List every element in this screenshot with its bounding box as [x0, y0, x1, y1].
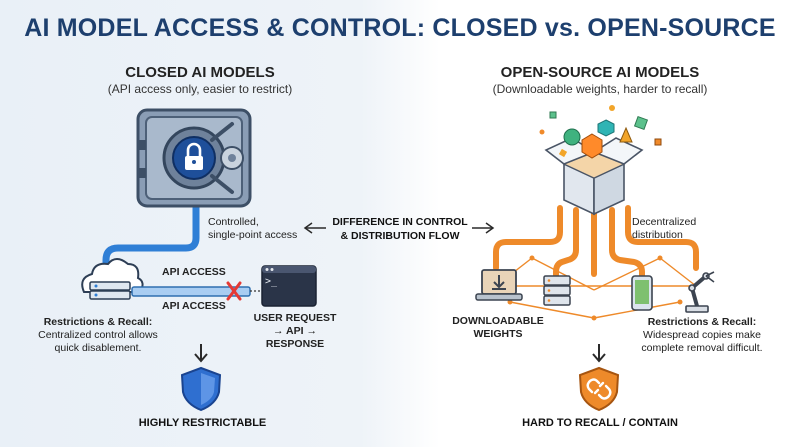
- phone-icon: [631, 275, 653, 311]
- double-arrow-icon: [303, 222, 495, 234]
- middle-comparison-label: DIFFERENCE IN CONTROL & DISTRIBUTION FLO…: [325, 215, 475, 243]
- terminal-prompt: >_: [265, 276, 278, 287]
- controlled-access-note: Controlled, single-point access: [208, 216, 328, 242]
- middle-label-line-1: DIFFERENCE IN CONTROL: [332, 216, 468, 228]
- closed-column-subtitle: (API access only, easier to restrict): [107, 82, 293, 96]
- closed-bottom-label: HIGHLY RESTRICTABLE: [138, 417, 267, 429]
- user-request-flow: USER REQUEST → API → RESPONSE: [240, 312, 350, 351]
- open-down-arrow-icon: [592, 344, 606, 363]
- cloud-server-icon: [81, 258, 144, 300]
- page-title: AI MODEL ACCESS & CONTROL: CLOSED vs. OP…: [24, 14, 776, 42]
- user-request-line-2: → API →: [273, 325, 317, 337]
- user-request-line-1: USER REQUEST: [253, 312, 337, 324]
- user-request-line-3: RESPONSE: [265, 338, 325, 350]
- open-box-icon: [544, 137, 644, 216]
- open-restrictions-title: Restrictions & Recall:: [647, 316, 757, 328]
- floating-shapes-icon: [539, 105, 662, 159]
- downloadable-line-2: WEIGHTS: [473, 328, 523, 340]
- api-access-label-bottom: API ACCESS: [162, 300, 226, 312]
- open-bottom-label: HARD TO RECALL / CONTAIN: [522, 417, 678, 429]
- controlled-note-line-1: Controlled,: [208, 216, 259, 228]
- open-column-subtitle: (Downloadable weights, harder to recall): [492, 82, 708, 96]
- api-access-label-top: API ACCESS: [162, 266, 226, 278]
- controlled-note-line-2: single-point access: [208, 229, 298, 241]
- open-restrictions-note: Restrictions & Recall: Widespread copies…: [612, 316, 792, 355]
- decentralized-line-1: Decentralized: [632, 216, 697, 228]
- terminal-window-icon: [261, 265, 317, 307]
- closed-access-pipe: [102, 199, 200, 284]
- decentralized-note: Decentralized distribution: [632, 216, 742, 242]
- closed-restrictions-line-2: quick disablement.: [54, 342, 142, 354]
- middle-label-line-2: & DISTRIBUTION FLOW: [340, 230, 460, 242]
- closed-restrictions-line-1: Centralized control allows: [38, 329, 158, 341]
- closed-restrictions-note: Restrictions & Recall: Centralized contr…: [8, 316, 188, 355]
- vault-icon: [136, 108, 252, 208]
- open-column-title: OPEN-SOURCE AI MODELS: [500, 64, 700, 81]
- downloadable-line-1: DOWNLOADABLE: [452, 315, 544, 327]
- open-restrictions-line-1: Widespread copies make: [643, 329, 761, 341]
- closed-column-title: CLOSED AI MODELS: [125, 64, 275, 81]
- closed-restrictions-title: Restrictions & Recall:: [43, 316, 153, 328]
- robot-arm-icon: [685, 271, 715, 313]
- distribution-pipes: [493, 205, 699, 281]
- laptop-download-icon: [475, 269, 523, 301]
- blocked-x-icon: [226, 281, 242, 301]
- broken-link-shield-icon: [578, 366, 620, 412]
- open-restrictions-line-2: complete removal difficult.: [641, 342, 763, 354]
- server-stack-icon: [543, 275, 571, 306]
- downloadable-weights-label: DOWNLOADABLE WEIGHTS: [448, 315, 548, 341]
- closed-down-arrow-icon: [194, 344, 208, 363]
- blue-shield-icon: [180, 366, 222, 412]
- decentralized-line-2: distribution: [632, 229, 683, 241]
